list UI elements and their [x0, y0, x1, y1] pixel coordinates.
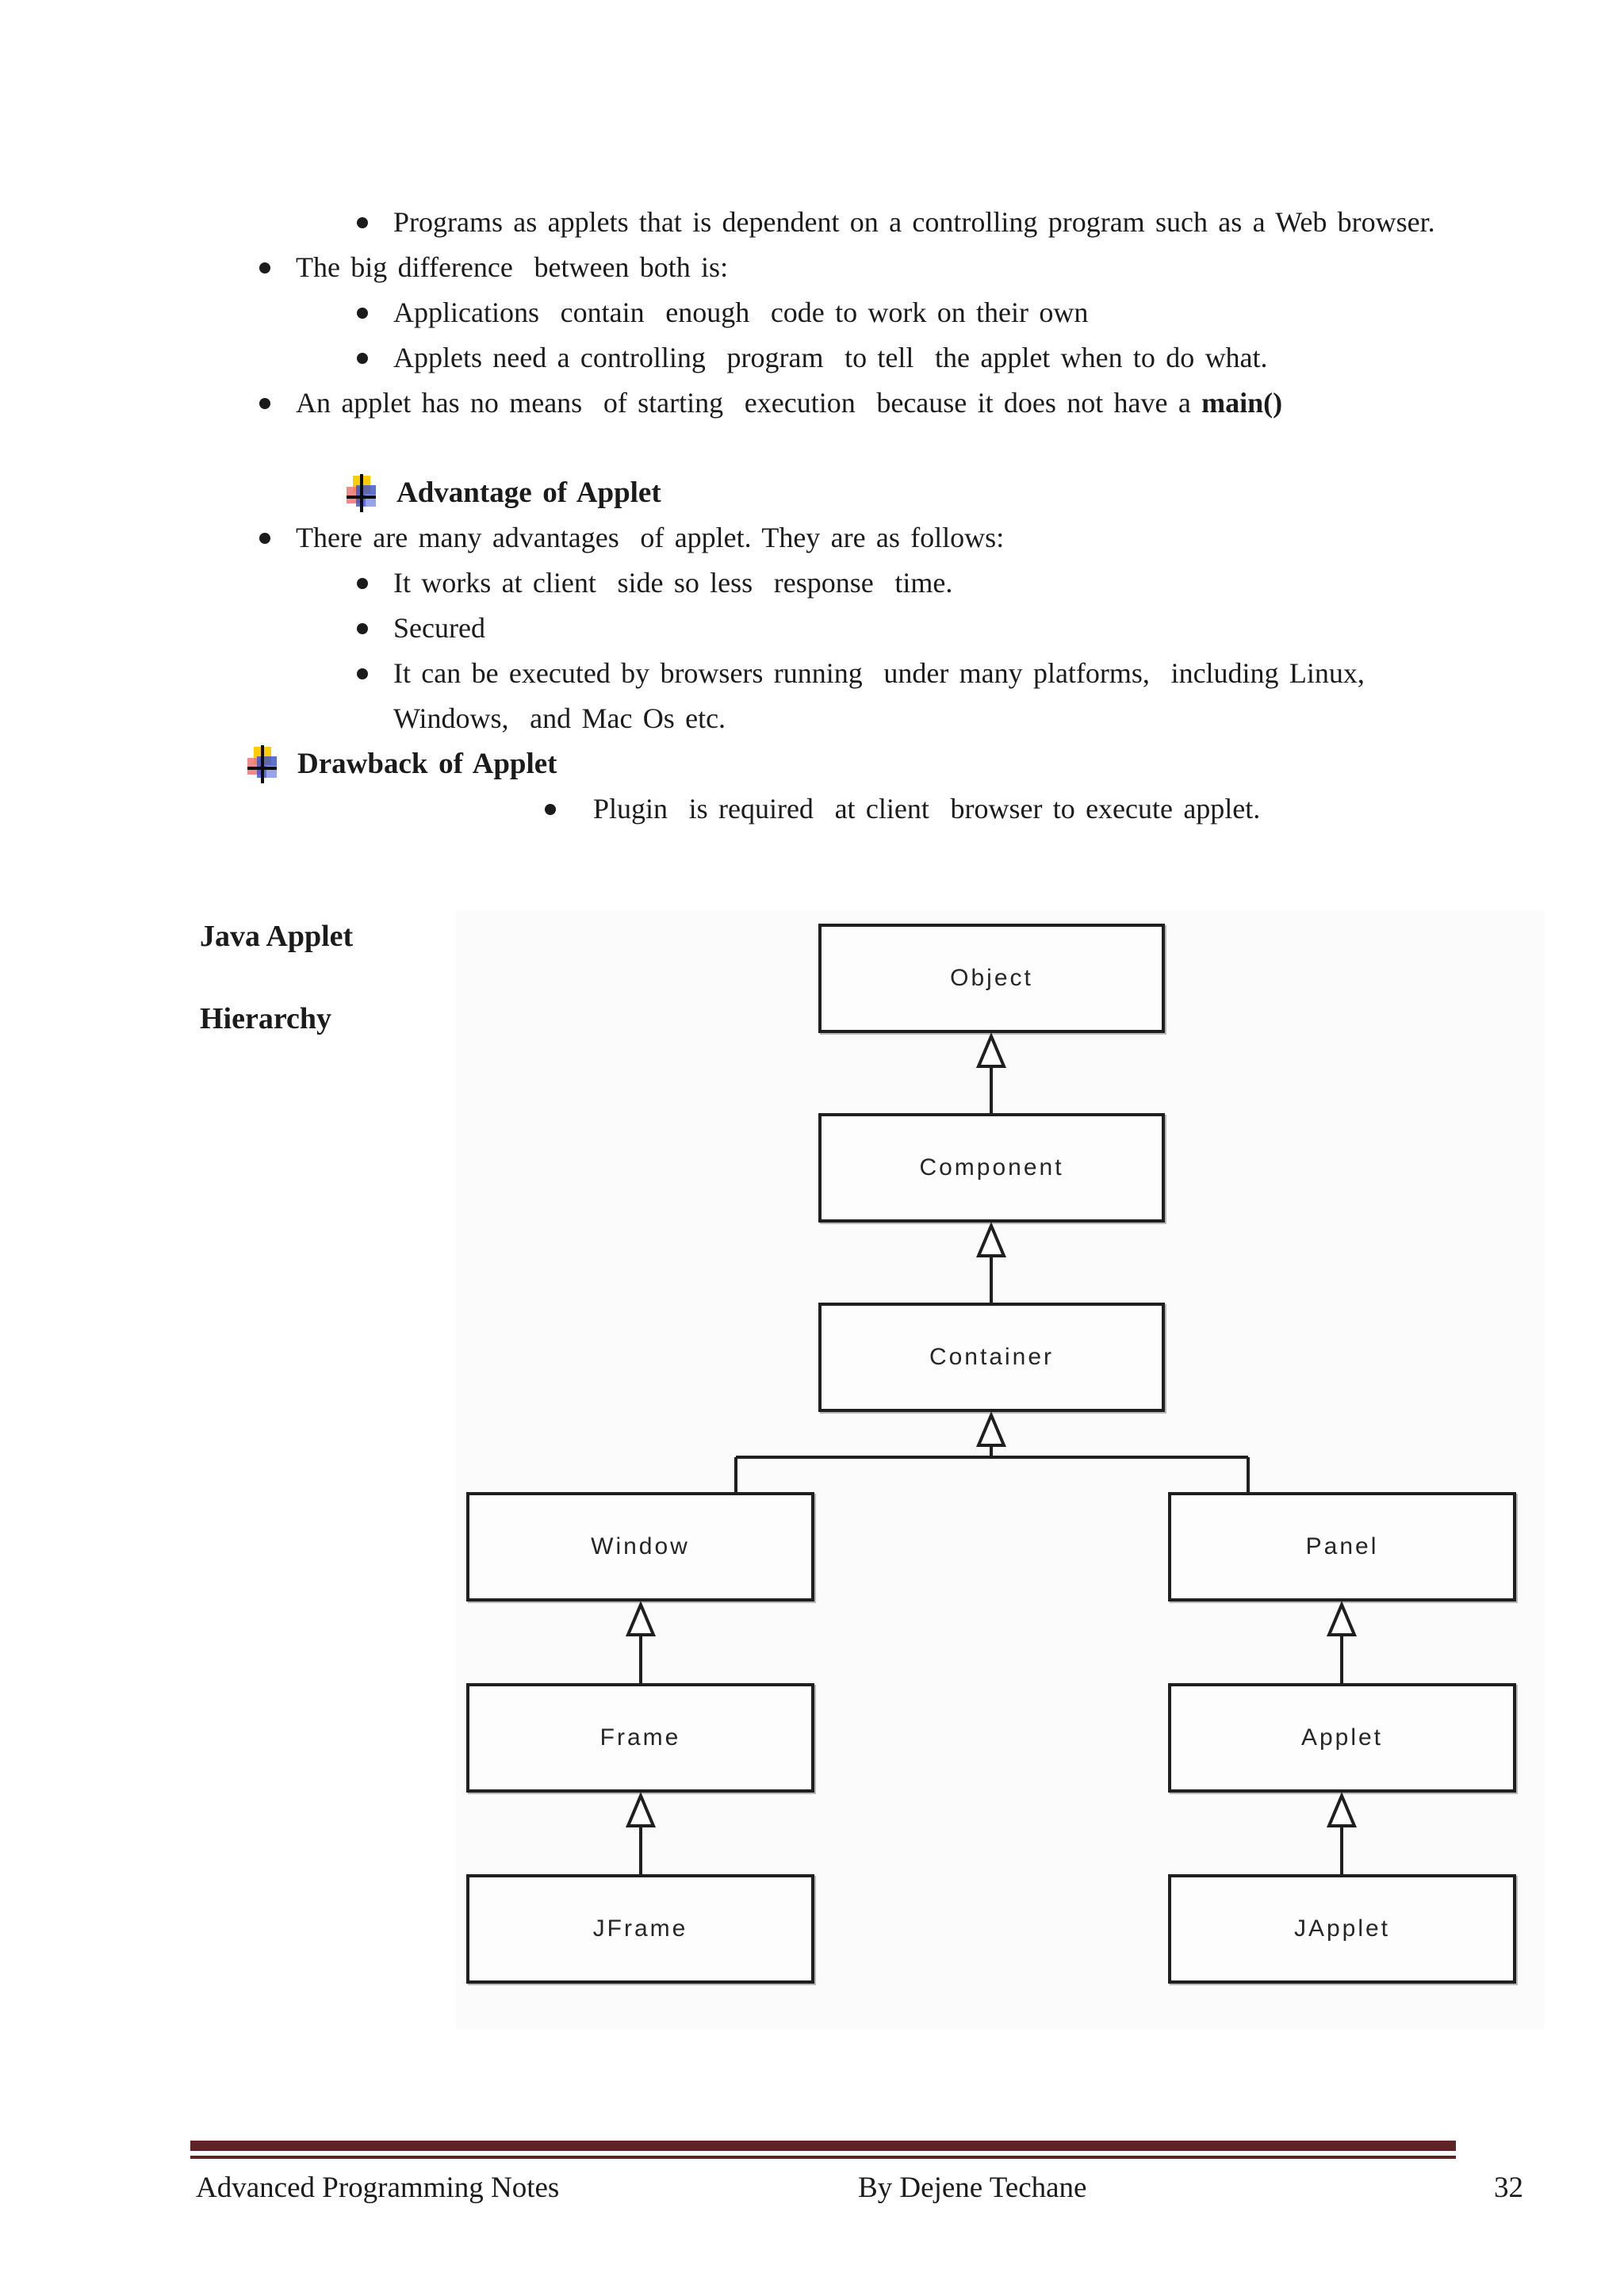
diagram-box-japplet: JApplet [1168, 1874, 1516, 1984]
diagram-box-jframe: JFrame [466, 1874, 814, 1984]
list-item-text-bold: main() [1201, 387, 1283, 419]
list-item: Applets need a controlling program to te… [0, 335, 1624, 381]
list-item: Applications contain enough code to work… [0, 290, 1624, 335]
drawback-heading: Drawback of Applet [297, 748, 557, 780]
bullet-dot-icon [357, 668, 368, 679]
list-item: Plugin is required at client browser to … [0, 786, 1624, 832]
footer-author: By Dejene Techane [858, 2172, 1087, 2204]
list-item-text: Secured [393, 612, 485, 644]
list-item: It can be executed by browsers running u… [0, 651, 1624, 741]
footer-page-number: 32 [1494, 2172, 1523, 2204]
bullet-dot-icon [357, 623, 368, 634]
drawback-heading-row: Drawback of Applet [0, 741, 1624, 786]
list-item-text: Applications contain enough code to work… [393, 297, 1089, 328]
diagram-box-label: Object [950, 965, 1033, 991]
list-item-text: Programs as applets that is dependent on… [393, 206, 1435, 238]
bullet-dot-icon [357, 353, 368, 364]
diagram-box-panel: Panel [1168, 1492, 1516, 1601]
diagram-box-label: Frame [599, 1724, 681, 1751]
list-item: There are many advantages of applet. The… [0, 515, 1624, 561]
bullet-dot-icon [259, 398, 270, 409]
colored-cross-bullet-icon [347, 474, 376, 512]
section-title-java-applet: Java Applet [200, 920, 354, 953]
list-item: Programs as applets that is dependent on… [0, 200, 1624, 245]
diagram-box-component: Component [818, 1113, 1165, 1223]
diagram-box-label: Container [929, 1344, 1055, 1370]
diagram-box-label: Panel [1305, 1533, 1379, 1559]
advantage-heading: Advantage of Applet [396, 476, 661, 509]
advantage-heading-row: Advantage of Applet [0, 470, 1624, 515]
diagram-box-label: Component [919, 1154, 1064, 1181]
footer-document-title: Advanced Programming Notes [196, 2172, 560, 2204]
list-item-text: Applets need a controlling program to te… [393, 342, 1268, 373]
list-item: The big difference between both is: [0, 245, 1624, 290]
diagram-box-label: JApplet [1293, 1915, 1391, 1942]
hierarchy-diagram [456, 910, 1544, 2030]
list-item-text: It works at client side so less response… [393, 567, 953, 599]
bullet-dot-icon [259, 262, 270, 274]
bullet-dot-icon [357, 578, 368, 589]
diagram-box-label: Applet [1300, 1724, 1384, 1751]
list-item-text: Plugin is required at client browser to … [593, 793, 1261, 825]
diagram-box-frame: Frame [466, 1683, 814, 1793]
diagram-box-container: Container [818, 1303, 1165, 1412]
bullet-dot-icon [259, 533, 270, 544]
diagram-box-applet: Applet [1168, 1683, 1516, 1793]
bullet-dot-icon [357, 308, 368, 319]
list-item-text: An applet has no means of starting execu… [296, 381, 1282, 426]
list-item: It works at client side so less response… [0, 561, 1624, 606]
bullet-dot-icon [545, 804, 556, 815]
list-item: Secured [0, 606, 1624, 651]
diagram-box-label: JFrame [592, 1915, 688, 1942]
body-text: Programs as applets that is dependent on… [0, 200, 1624, 832]
list-item-text: It can be executed by browsers running u… [393, 657, 1375, 734]
list-item-text: There are many advantages of applet. The… [296, 522, 1005, 553]
list-item-text: The big difference between both is: [296, 251, 729, 283]
colored-cross-bullet-icon [247, 745, 277, 783]
diagram-box-object: Object [818, 924, 1165, 1033]
footer-rule-thick [190, 2141, 1456, 2151]
diagram-box-window: Window [466, 1492, 814, 1601]
diagram-box-label: Window [591, 1533, 690, 1559]
list-item: An applet has no means of starting execu… [0, 381, 1624, 426]
footer-rule-thin [190, 2156, 1456, 2159]
section-title-hierarchy: Hierarchy [200, 1002, 332, 1035]
list-item-text-normal: An applet has no means of starting execu… [296, 387, 1202, 419]
bullet-dot-icon [357, 217, 368, 228]
blank-line [0, 426, 1624, 470]
section-title: Java Applet Hierarchy [200, 918, 353, 1037]
